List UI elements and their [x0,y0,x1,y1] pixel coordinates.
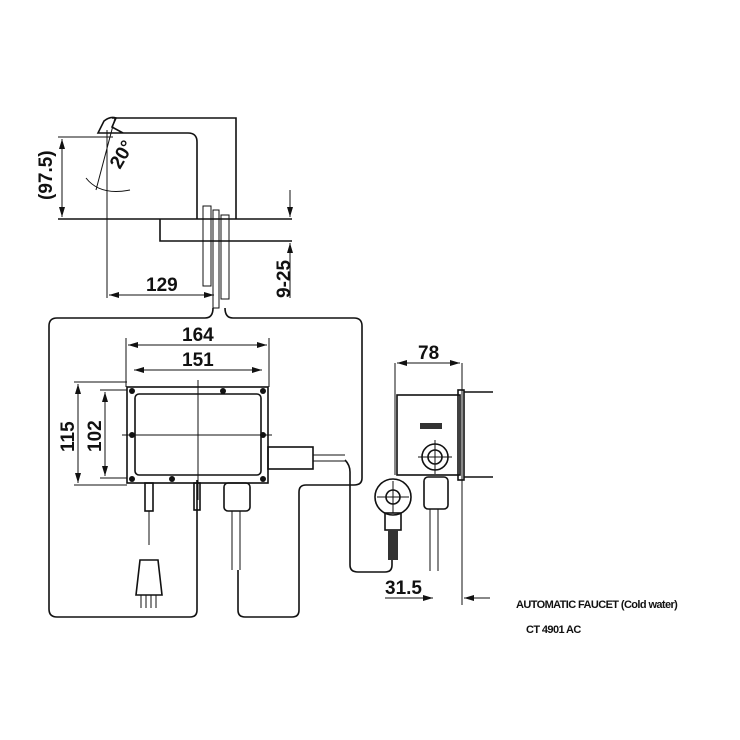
dimension-box-width: 164 151 [125,325,270,387]
dim-151: 151 [182,350,214,371]
dim-angle: 20° [106,137,139,172]
dim-164: 164 [182,325,214,346]
dimension-valve: 78 31.5 [385,343,490,601]
faucet-body [58,116,292,309]
dim-102: 102 [85,420,106,452]
dim-115: 115 [58,421,79,452]
dim-78: 78 [418,343,439,364]
valve-unit [374,363,493,605]
dimension-box-height: 115 102 [58,381,127,486]
dim-97-5: (97.5) [36,150,57,200]
control-box [122,380,345,608]
dimension-deck: 9-25 [274,190,295,298]
caption-model: CT 4901 AC [526,624,581,636]
dim-9-25: 9-25 [274,260,295,298]
connection-outline [48,307,393,618]
caption-title: AUTOMATIC FAUCET (Cold water) [516,599,678,611]
dimension-reach: 129 [109,275,214,298]
dim-129: 129 [146,275,178,296]
dim-31-5: 31.5 [385,578,422,599]
dimension-spout-height: (97.5) [36,136,113,217]
